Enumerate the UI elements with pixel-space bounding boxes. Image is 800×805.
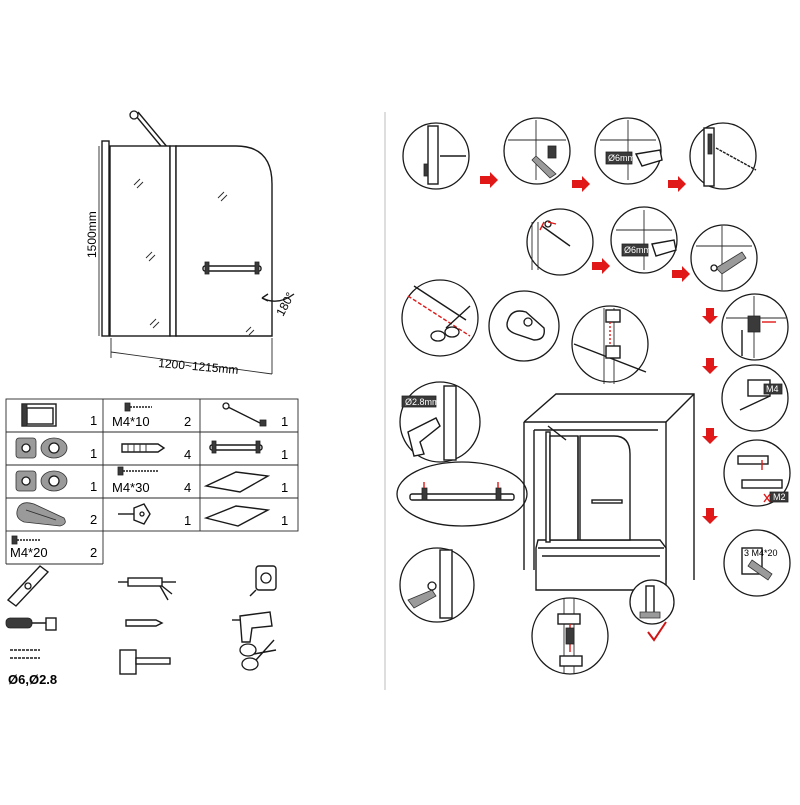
pencil-icon (125, 619, 164, 627)
silicone-gun-icon (118, 577, 176, 601)
drill-bit-sizes: Ø6,Ø2.8 (8, 672, 57, 687)
qty-seal-clip: 2 (90, 512, 97, 527)
towel-bar-icon (209, 440, 263, 454)
qty-m4x30: 4 (184, 480, 191, 495)
spirit-level-icon (6, 565, 50, 607)
qty-m4x10: 2 (184, 414, 191, 429)
fixed-panel (109, 145, 171, 337)
part-label-m4x20: M4*20 (10, 545, 48, 560)
pivot-panel (175, 145, 273, 337)
scissors-icon (239, 639, 277, 671)
step-arrow-icon (480, 172, 498, 188)
drill-bit-icon (10, 649, 40, 659)
stopper-icon (118, 503, 151, 525)
wall-plug-icon (121, 443, 166, 453)
step-4 (689, 122, 757, 190)
seal-clip-icon (16, 502, 66, 527)
step-5 (526, 208, 594, 276)
qty-seal-strip: 1 (281, 480, 288, 495)
step-8 (721, 293, 789, 361)
towel-bar-icon (202, 261, 262, 275)
step-2 (503, 117, 571, 185)
step-arrow-icon (702, 358, 718, 374)
step-6-callout: Ø6mm (624, 245, 651, 255)
step-11-callout: 3 M4*20 (744, 548, 778, 558)
qty-stopper: 1 (184, 513, 191, 528)
qty-hinge-set-a: 1 (90, 446, 97, 461)
step-bottom-seal (629, 579, 675, 642)
step-9: M4 (721, 364, 789, 432)
step-towel-bar (396, 461, 528, 527)
step-6: Ø6mm (610, 206, 678, 274)
height-dimension: 1500mm (85, 211, 99, 258)
drill-icon (232, 611, 273, 643)
hinge-set-b-icon (15, 470, 68, 492)
step-bottom-hinge (531, 597, 609, 675)
step-10-callout: M2 (773, 492, 786, 502)
qty-wall-plug: 4 (184, 447, 191, 462)
bath-scene (523, 393, 695, 591)
qty-frame-bracket: 1 (90, 413, 97, 428)
step-seal-clip (488, 290, 560, 362)
step-arrow-icon (702, 308, 718, 324)
product-drawing: 1500mm 180° 1200~1215mm (85, 110, 297, 377)
step-3: Ø6mm (594, 117, 663, 185)
step-1 (402, 122, 470, 190)
hinge-strip (169, 145, 177, 337)
step-arrow-icon (702, 428, 718, 444)
qty-hinge-set-b: 1 (90, 479, 97, 494)
hinge-set-a-icon (15, 437, 68, 459)
step-arrow-icon (672, 266, 690, 282)
step-drill: Ø2.8mm (399, 381, 481, 463)
screw-icon (117, 466, 158, 476)
parts-table: M4*20 1 1 1 2 2 M4*10 M4*30 2 4 4 1 (5, 398, 299, 565)
qty-m4x20: 2 (90, 545, 97, 560)
screw-icon (11, 535, 40, 545)
qty-support-bar: 1 (281, 414, 288, 429)
step-3-callout: Ø6mm (608, 153, 635, 163)
step-hinge-fix (571, 305, 649, 384)
step-bottom-drill (399, 547, 475, 623)
qty-deflector-strip: 1 (281, 513, 288, 528)
wall-profile (101, 140, 110, 337)
seal-strip-icon (203, 471, 271, 493)
screw-icon (124, 402, 152, 412)
frame-bracket-icon (21, 403, 57, 427)
step-arrow-icon (702, 508, 718, 524)
tape-measure-icon (249, 565, 277, 597)
installation-steps: Ø6mm Ø6mm (396, 117, 791, 675)
part-label-m4x10: M4*10 (112, 414, 150, 429)
tools-section: Ø6,Ø2.8 (5, 565, 277, 687)
deflector-strip-icon (203, 505, 271, 527)
hammer-icon (119, 649, 171, 675)
step-11: 3 M4*20 (723, 529, 791, 597)
check-mark-icon (647, 621, 667, 642)
qty-towel-bar: 1 (281, 447, 288, 462)
step-cut-seal (401, 279, 479, 357)
step-arrow-icon (668, 176, 686, 192)
step-9-callout: M4 (766, 384, 779, 394)
step-arrow-icon (572, 176, 590, 192)
step-arrow-icon (592, 258, 610, 274)
part-label-m4x30: M4*30 (112, 480, 150, 495)
step-drill-callout: Ø2.8mm (405, 397, 440, 407)
screwdriver-icon (5, 617, 57, 631)
support-bar-icon (222, 402, 267, 427)
width-dimension: 1200~1215mm (158, 356, 239, 377)
step-10: M2 (723, 439, 791, 507)
step-7 (690, 224, 758, 292)
